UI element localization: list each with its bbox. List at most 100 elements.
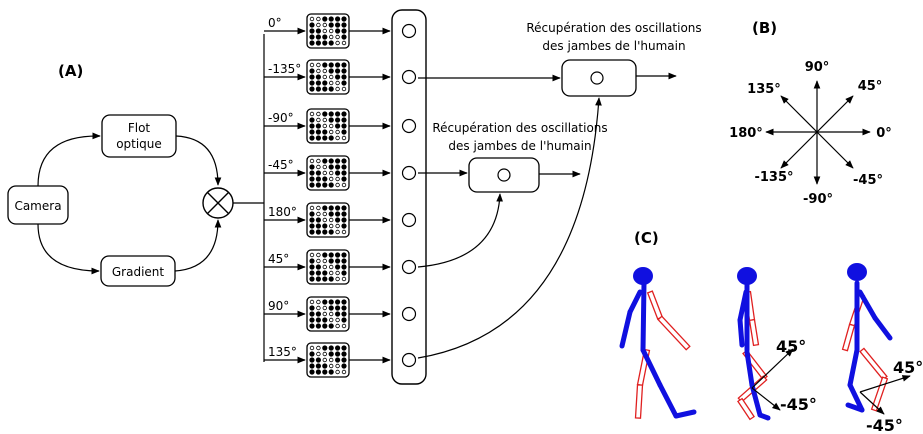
compass-label-neg90: -90° xyxy=(803,192,833,207)
filter-dot xyxy=(310,271,314,275)
recovery-top-line1: Récupération des oscillations xyxy=(526,21,701,35)
orientation-filter-bank: 0°-135°-90°-45°180°45°90°135° xyxy=(264,14,390,377)
filter-dot xyxy=(335,165,339,169)
filter-dot xyxy=(342,75,346,79)
filter-dot xyxy=(336,81,340,85)
filter-row-1: -135° xyxy=(264,60,390,94)
filter-dot xyxy=(335,358,339,362)
filter-dot xyxy=(335,118,339,122)
filter-dot xyxy=(323,69,327,73)
orientation-label: -45° xyxy=(268,158,294,172)
filter-dot xyxy=(316,29,320,33)
camera-node: Camera xyxy=(8,186,68,224)
walking-figure-1 xyxy=(622,267,694,418)
filter-dot xyxy=(316,171,320,175)
compass-label-180: 180° xyxy=(729,126,763,141)
filter-dot xyxy=(310,81,314,85)
filter-dot xyxy=(310,306,314,310)
filter-dot xyxy=(310,165,314,169)
filter-dot xyxy=(342,41,346,45)
filter-dot xyxy=(317,159,321,163)
panel-label-c: (C) xyxy=(634,229,659,247)
filter-dot xyxy=(342,165,346,169)
filter-dot xyxy=(310,259,314,263)
filter-dot xyxy=(335,69,339,73)
walking-figure-3 xyxy=(843,263,890,411)
filter-dot xyxy=(310,69,314,73)
filter-dot xyxy=(323,370,327,374)
left-limb xyxy=(875,318,890,338)
right-limb xyxy=(750,320,759,346)
recovery-node-middle xyxy=(469,158,539,192)
filter-dot xyxy=(342,358,346,362)
filter-dot xyxy=(316,183,320,187)
filter-dot xyxy=(336,183,340,187)
filter-dot xyxy=(335,206,339,210)
filter-dot xyxy=(336,87,340,91)
filter-dot xyxy=(323,177,327,181)
filter-dot xyxy=(329,218,333,222)
filter-dot xyxy=(336,324,340,328)
camera-to-flow-arrow xyxy=(38,136,100,186)
filter-dot xyxy=(310,277,314,281)
filter-dot xyxy=(329,265,333,269)
filter-dot xyxy=(310,87,314,91)
filter-dot xyxy=(310,112,314,116)
filter-dot xyxy=(323,159,327,163)
filter-dot xyxy=(342,112,346,116)
filter-dot xyxy=(329,112,333,116)
filter-dot xyxy=(316,370,320,374)
filter-dot xyxy=(323,206,327,210)
filter-dot xyxy=(342,253,346,257)
compass-arrow-45 xyxy=(817,96,853,132)
orientation-label: 135° xyxy=(268,345,297,359)
filter-dot xyxy=(316,218,320,222)
filter-dot xyxy=(323,41,327,45)
filter-dot xyxy=(342,118,346,122)
filter-dot xyxy=(310,358,314,362)
compass-arrow-neg45 xyxy=(817,132,853,168)
filter-dot xyxy=(342,318,346,322)
filter-dot xyxy=(323,358,327,362)
filter-dot xyxy=(310,159,314,163)
left-limb xyxy=(850,350,857,385)
filter-dot xyxy=(329,69,333,73)
compass-label-135: 135° xyxy=(747,82,781,97)
filter-dot xyxy=(336,224,340,228)
filter-dot xyxy=(323,300,327,304)
filter-dot xyxy=(310,206,314,210)
left-limb xyxy=(740,320,742,345)
filter-dot xyxy=(323,136,327,140)
filter-dot xyxy=(323,118,327,122)
filter-dot xyxy=(329,118,333,122)
orientation-compass: 90° 45° 0° -45° -90° -135° 180° 135° xyxy=(729,60,892,207)
filter-dot xyxy=(316,318,320,322)
filter-dot xyxy=(342,277,346,281)
filter-dot xyxy=(310,183,314,187)
neuron-4 xyxy=(403,214,416,227)
filter-dot xyxy=(310,318,314,322)
filter-dot xyxy=(342,259,346,263)
filter-dot xyxy=(336,130,340,134)
filter-dot xyxy=(329,312,333,316)
filter-dot xyxy=(310,218,314,222)
filter-dot xyxy=(316,358,320,362)
filter-dot xyxy=(329,183,333,187)
neuron-7 xyxy=(403,354,416,367)
compass-label-neg45: -45° xyxy=(853,173,883,188)
filter-dot xyxy=(335,218,339,222)
filter-dot xyxy=(323,346,327,350)
filter-dot xyxy=(310,124,314,128)
neuron7-to-top-recovery-arrow xyxy=(418,98,599,358)
filter-dot xyxy=(342,212,346,216)
recovery-label-middle: Récupération des oscillations des jambes… xyxy=(432,121,607,153)
filter-dot xyxy=(310,265,314,269)
filter-dot xyxy=(323,81,327,85)
filter-dot xyxy=(310,300,314,304)
filter-dot xyxy=(342,265,346,269)
filter-dot xyxy=(335,265,339,269)
filter-dot xyxy=(323,130,327,134)
filter-dot xyxy=(329,358,333,362)
filter-dot xyxy=(336,271,340,275)
compass-label-neg135: -135° xyxy=(754,170,793,185)
